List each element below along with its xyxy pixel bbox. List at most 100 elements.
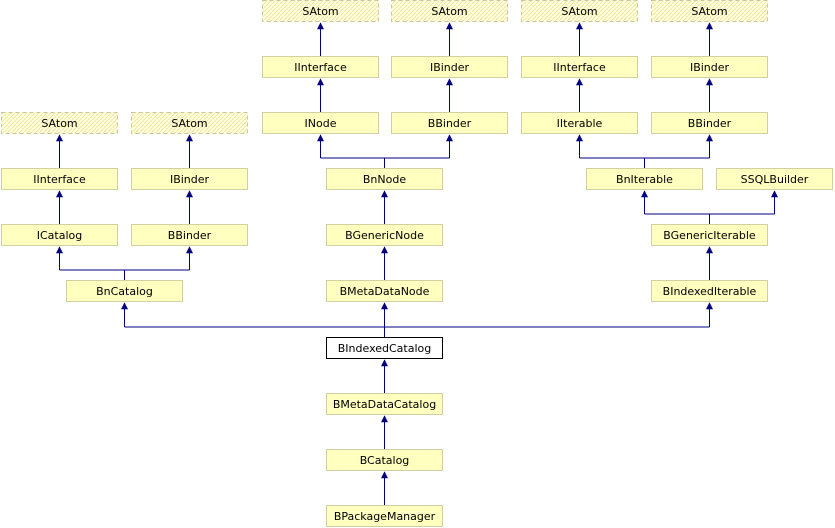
class-label: BMetaDataNode	[340, 285, 430, 298]
edge-junction	[124, 326, 710, 337]
class-label: IBinder	[690, 61, 730, 74]
class-node-bmetadatacatalog[interactable]: BMetaDataCatalog	[326, 393, 443, 415]
class-label: BIndexedCatalog	[338, 342, 431, 355]
class-box	[1, 112, 118, 134]
edge-junction	[320, 157, 450, 168]
class-node-satom2: SAtom	[391, 0, 508, 22]
edges-layer	[56, 22, 778, 505]
class-box	[262, 56, 379, 78]
class-node-bnnode[interactable]: BnNode	[326, 168, 443, 190]
class-node-satom1: SAtom	[262, 0, 379, 22]
class-box	[326, 505, 443, 527]
class-box	[651, 112, 768, 134]
class-box	[521, 0, 638, 22]
class-label: BIndexedIterable	[663, 285, 757, 298]
class-box	[131, 112, 248, 134]
class-box	[391, 0, 508, 22]
class-node-bncatalog[interactable]: BnCatalog	[66, 280, 183, 302]
class-node-bindexedcatalog[interactable]: BIndexedCatalog	[326, 337, 443, 359]
class-label: SAtom	[171, 117, 207, 130]
class-label: IBinder	[430, 61, 470, 74]
class-label: SAtom	[691, 5, 727, 18]
class-node-ibinder1[interactable]: IBinder	[391, 56, 508, 78]
class-label: BPackageManager	[334, 510, 436, 523]
class-node-satom3: SAtom	[521, 0, 638, 22]
class-node-ibinder3[interactable]: IBinder	[131, 168, 248, 190]
edge-bnnode	[317, 134, 453, 168]
class-node-ssqlbuilder[interactable]: SSQLBuilder	[716, 168, 833, 190]
class-box	[1, 168, 118, 190]
class-label: BCatalog	[360, 454, 410, 467]
class-label: IIterable	[557, 117, 603, 130]
edge-bncatalog	[56, 246, 193, 280]
class-node-bpackagemanager[interactable]: BPackageManager	[326, 505, 443, 527]
class-box	[262, 0, 379, 22]
class-node-bcatalog[interactable]: BCatalog	[326, 449, 443, 471]
class-box	[326, 280, 443, 302]
edge-junction	[59, 269, 190, 280]
class-box	[521, 112, 638, 134]
class-node-iinterface3[interactable]: IInterface	[1, 168, 118, 190]
class-label: BBinder	[688, 117, 732, 130]
class-node-inode[interactable]: INode	[262, 112, 379, 134]
class-label: SAtom	[41, 117, 77, 130]
class-box	[326, 393, 443, 415]
class-node-iinterface2[interactable]: IInterface	[521, 56, 638, 78]
class-node-satom5: SAtom	[1, 112, 118, 134]
class-node-bmetadatanode[interactable]: BMetaDataNode	[326, 280, 443, 302]
class-label: ICatalog	[37, 229, 83, 242]
class-label: BBinder	[428, 117, 472, 130]
class-node-satom4: SAtom	[651, 0, 768, 22]
edge-junction	[579, 157, 710, 168]
class-label: IInterface	[294, 61, 347, 74]
class-box	[326, 337, 443, 359]
class-box	[391, 56, 508, 78]
class-node-iinterface1[interactable]: IInterface	[262, 56, 379, 78]
edge-bindexedcatalog	[121, 302, 713, 337]
class-box	[131, 224, 248, 246]
class-box	[66, 280, 183, 302]
class-label: IInterface	[553, 61, 606, 74]
class-box	[326, 224, 443, 246]
class-box	[262, 112, 379, 134]
class-label: BnIterable	[616, 173, 673, 186]
class-label: IInterface	[33, 173, 86, 186]
class-node-bgenericiterable[interactable]: BGenericIterable	[651, 224, 768, 246]
class-node-icatalog[interactable]: ICatalog	[1, 224, 118, 246]
class-label: IBinder	[170, 173, 210, 186]
class-label: BGenericNode	[345, 229, 424, 242]
class-node-satom6: SAtom	[131, 112, 248, 134]
class-box	[651, 280, 768, 302]
class-box	[651, 224, 768, 246]
class-label: SAtom	[302, 5, 338, 18]
class-label: SAtom	[431, 5, 467, 18]
class-node-bbinder3[interactable]: BBinder	[131, 224, 248, 246]
class-box	[521, 56, 638, 78]
edge-bniterable	[576, 134, 713, 168]
class-box	[586, 168, 703, 190]
class-label: SSQLBuilder	[741, 173, 809, 186]
edge-junction	[644, 213, 775, 224]
class-node-bbinder1[interactable]: BBinder	[391, 112, 508, 134]
class-box	[1, 224, 118, 246]
class-label: SAtom	[561, 5, 597, 18]
class-label: INode	[305, 117, 337, 130]
class-box	[716, 168, 833, 190]
class-node-iiterable[interactable]: IIterable	[521, 112, 638, 134]
class-label: BnCatalog	[96, 285, 153, 298]
class-label: BBinder	[168, 229, 212, 242]
class-box	[391, 112, 508, 134]
class-label: BMetaDataCatalog	[333, 398, 436, 411]
class-label: BGenericIterable	[663, 229, 756, 242]
edge-bgenericiterable	[641, 190, 778, 224]
class-node-bniterable[interactable]: BnIterable	[586, 168, 703, 190]
class-box	[326, 168, 443, 190]
class-node-bbinder2[interactable]: BBinder	[651, 112, 768, 134]
class-node-bgenericnode[interactable]: BGenericNode	[326, 224, 443, 246]
class-node-bindexediterable[interactable]: BIndexedIterable	[651, 280, 768, 302]
class-label: BnNode	[363, 173, 406, 186]
class-box	[326, 449, 443, 471]
class-box	[131, 168, 248, 190]
class-node-ibinder2[interactable]: IBinder	[651, 56, 768, 78]
